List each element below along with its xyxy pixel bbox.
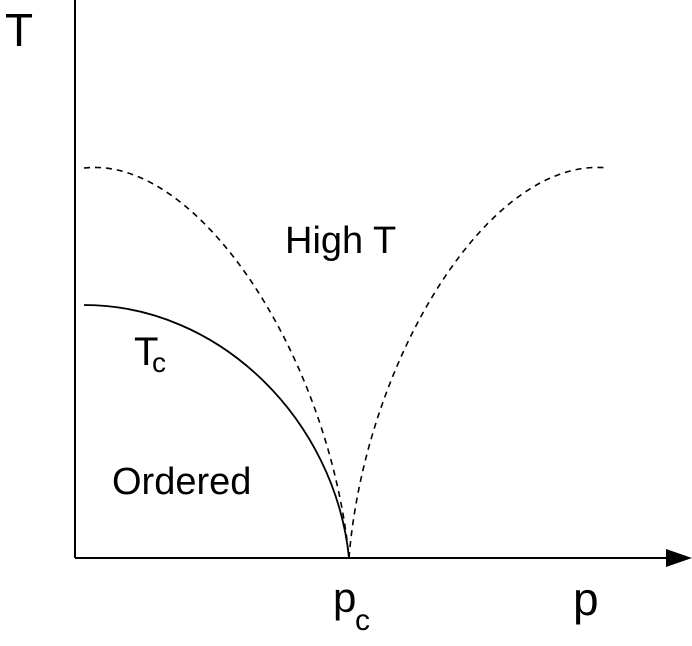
critical-line-curve [83, 304, 350, 559]
critical-line-label: T c [134, 330, 166, 378]
critical-line-label-base: T [134, 330, 158, 374]
crossover-line-left [83, 166, 350, 559]
critical-point-base: p [333, 574, 356, 621]
critical-point-label: p c [333, 574, 370, 637]
y-axis-label: T [5, 4, 33, 56]
x-axis-label: p [573, 573, 599, 625]
x-axis-arrowhead [666, 549, 692, 567]
critical-point-subscript: c [355, 604, 370, 637]
crossover-line-right [348, 166, 609, 559]
high-t-region-label: High T [285, 220, 396, 262]
critical-line-label-subscript: c [152, 347, 166, 378]
ordered-region-label: Ordered [112, 461, 251, 503]
